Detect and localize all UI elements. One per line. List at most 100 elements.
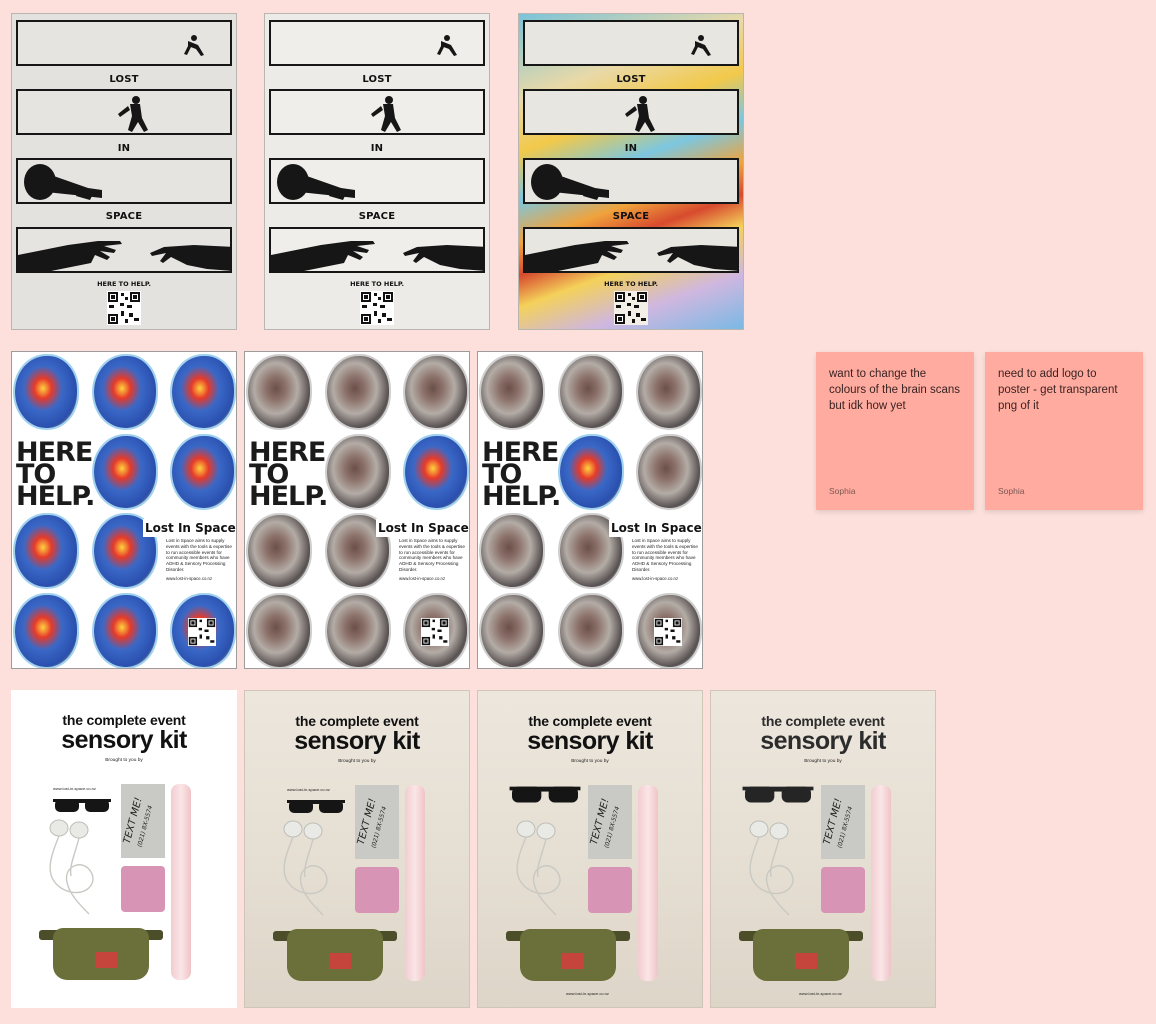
earbuds-icon	[49, 819, 94, 915]
bag-label	[562, 953, 584, 969]
wax-melt-icon	[121, 866, 165, 912]
brand-text: Lost In Space	[378, 521, 469, 535]
kit-title-line-1: the complete event	[295, 713, 419, 729]
headline: HERE TO HELP.	[16, 437, 95, 510]
headline-line-2: TO	[16, 459, 56, 490]
brand-mark: ®	[469, 523, 470, 528]
brought-by: Brought to you by	[804, 759, 842, 764]
astronaut-box-1	[269, 20, 485, 66]
sticky-note-author: Sophia	[998, 486, 1025, 496]
qr-code[interactable]	[107, 291, 141, 325]
qr-code[interactable]	[614, 291, 648, 325]
astronaut-icon	[184, 35, 204, 56]
sensory-kit-poster-2[interactable]: the complete event sensory kit Brought t…	[244, 690, 470, 1008]
headline-line-3: HELP.	[482, 481, 561, 512]
website-url[interactable]: www.lost-in-space.co.nz	[566, 991, 609, 996]
brain-scan	[15, 356, 77, 428]
website-url[interactable]: www.lost-in-space.co.nz	[53, 786, 96, 791]
website-url[interactable]: www.lost-in-space.co.nz	[166, 576, 213, 581]
brain-scan	[638, 356, 700, 428]
word-in: IN	[117, 143, 131, 154]
word-space: SPACE	[612, 211, 650, 222]
bag-label	[95, 952, 117, 968]
qr-code[interactable]	[360, 291, 394, 325]
website-url[interactable]: www.lost-in-space.co.nz	[399, 576, 446, 581]
reaching-hands-icon	[271, 241, 483, 271]
reaching-hands-icon	[18, 241, 230, 271]
astronaut-box-2	[269, 89, 485, 135]
sticky-note-1[interactable]: want to change the colours of the brain …	[816, 352, 974, 510]
sticky-note-2[interactable]: need to add logo to poster - get transpa…	[985, 352, 1143, 510]
brain-scan	[481, 515, 543, 587]
blurb: Lost in Space aims to supply events with…	[632, 538, 698, 572]
sensory-tube-icon	[171, 784, 191, 980]
text-me-card: TEXT ME!(021) 8X-5574	[588, 785, 632, 859]
blurb: Lost in Space aims to supply events with…	[399, 538, 465, 572]
brand-name: Lost In Space®	[143, 519, 236, 537]
brain-scan	[481, 595, 543, 667]
astronaut-floating-icon	[277, 164, 355, 200]
falling-figure-icon	[118, 96, 148, 132]
website-url[interactable]: www.lost-in-space.co.nz	[632, 576, 679, 581]
astronaut-box-1	[523, 20, 739, 66]
hands-box	[269, 227, 485, 273]
lost-in-space-poster-2[interactable]: LOST IN SPACE HERE TO HELP.	[264, 13, 490, 330]
brand-mark: ®	[702, 523, 703, 528]
sticky-note-text: want to change the colours of the brain …	[829, 368, 961, 412]
headline-line-3: HELP.	[249, 481, 328, 512]
sensory-tube-icon	[638, 785, 658, 981]
qr-code[interactable]	[654, 618, 682, 646]
earbuds-icon	[749, 820, 794, 916]
falling-figure-icon	[371, 96, 401, 132]
earbuds-icon	[516, 820, 561, 916]
sticky-note-author: Sophia	[829, 486, 856, 496]
qr-code[interactable]	[421, 618, 449, 646]
brain-scan	[248, 595, 310, 667]
brain-scan	[94, 436, 156, 508]
website-url[interactable]: www.lost-in-space.co.nz	[287, 787, 330, 792]
astronaut-icon	[691, 35, 711, 56]
qr-code[interactable]	[188, 618, 216, 646]
sunglasses-icon	[53, 799, 111, 812]
headline-line-1: HERE	[249, 437, 326, 468]
word-lost: LOST	[109, 74, 139, 85]
kit-title-line-1: the complete event	[761, 713, 885, 729]
lost-in-space-poster-3[interactable]: LOST IN SPACE HERE TO HELP.	[518, 13, 744, 330]
bag-label	[795, 953, 817, 969]
kit-title-line-2: sensory kit	[294, 727, 420, 755]
word-space: SPACE	[105, 211, 143, 222]
sensory-kit-poster-3[interactable]: the complete event sensory kit Brought t…	[477, 690, 703, 1008]
headline: HERE TO HELP.	[249, 437, 328, 512]
website-url[interactable]: www.lost-in-space.co.nz	[799, 991, 842, 996]
sensory-kit-poster-4[interactable]: the complete event sensory kit Brought t…	[710, 690, 936, 1008]
sunglasses-icon	[742, 786, 814, 803]
brain-poster-2[interactable]: HERE TO HELP. Lost In Space® Lost in Spa…	[244, 351, 470, 669]
headline-line-2: TO	[249, 459, 289, 490]
lost-in-space-poster-1[interactable]: LOST IN SPACE HERE TO HELP.	[11, 13, 237, 330]
reaching-hands-icon	[525, 241, 737, 271]
astronaut-box-2	[16, 89, 232, 135]
brain-scan	[481, 356, 543, 428]
brain-scan	[638, 436, 700, 508]
astronaut-icon	[437, 35, 457, 56]
wax-melt-icon	[355, 867, 399, 913]
hands-box	[523, 227, 739, 273]
brain-scan	[560, 595, 622, 667]
brain-poster-3[interactable]: HERE TO HELP. Lost In Space® Lost in Spa…	[477, 351, 703, 669]
headline-line-1: HERE	[16, 437, 93, 468]
sensory-kit-poster-1[interactable]: the complete event sensory kit Brought t…	[11, 690, 237, 1008]
brain-scan-highlight	[405, 436, 467, 508]
tagline: HERE TO HELP.	[604, 280, 658, 288]
astronaut-floating-icon	[24, 164, 102, 200]
astronaut-box-3	[269, 158, 485, 204]
falling-figure-icon	[625, 96, 655, 132]
brain-scan	[94, 356, 156, 428]
brought-by: Brought to you by	[571, 759, 609, 764]
brain-poster-1[interactable]: HERE TO HELP. Lost In Space® Lost in Spa…	[11, 351, 237, 669]
brain-scan	[248, 356, 310, 428]
astronaut-floating-icon	[531, 164, 609, 200]
text-me-card: TEXT ME!(021) 8X-5574	[821, 785, 865, 859]
astronaut-box-2	[523, 89, 739, 135]
sunglasses-icon	[287, 800, 345, 813]
text-me-card: TEXT ME!(021) 8X-5574	[355, 785, 399, 859]
